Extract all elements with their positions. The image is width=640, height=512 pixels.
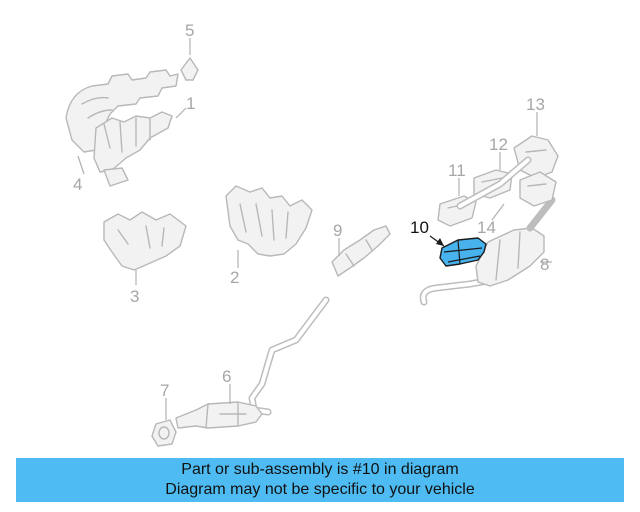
- info-banner: Part or sub-assembly is #10 in diagram D…: [16, 458, 624, 502]
- callout-1: 1: [186, 94, 195, 113]
- tail-pipe: [419, 276, 496, 306]
- part-10-heat-shield-highlighted: [429, 235, 487, 267]
- callout-11: 11: [448, 161, 466, 180]
- callout-4: 4: [73, 175, 82, 194]
- part-14-leader: [491, 203, 505, 221]
- part-6-catalytic-converter: [175, 384, 263, 429]
- callout-5: 5: [185, 21, 194, 40]
- callout-2: 2: [230, 268, 239, 287]
- callout-12: 12: [489, 135, 508, 154]
- banner-line-2: Diagram may not be specific to your vehi…: [165, 481, 475, 498]
- callout-10: 10: [410, 218, 429, 237]
- callout-14: 14: [477, 218, 496, 237]
- part-2-exhaust-manifold: [225, 185, 313, 268]
- banner-line-1: Part or sub-assembly is #10 in diagram: [181, 461, 459, 478]
- front-pipe: [248, 296, 330, 416]
- callout-8: 8: [540, 255, 549, 274]
- callout-3: 3: [130, 287, 139, 306]
- callout-13: 13: [526, 95, 545, 114]
- part-1-exhaust-manifold: [65, 69, 187, 187]
- callout-6: 6: [222, 367, 231, 386]
- part-7-gasket: [151, 398, 177, 447]
- mid-pipe: [456, 156, 532, 210]
- callout-7: 7: [160, 381, 169, 400]
- part-9-bracket: [331, 225, 391, 277]
- part-13-heat-shield: [513, 112, 559, 207]
- callout-9: 9: [333, 221, 342, 240]
- part-3-heat-shield: [103, 211, 187, 285]
- part-8-muffler: [475, 196, 556, 287]
- part-5-gasket: [180, 38, 199, 81]
- exhaust-parts-diagram: 1 2 3 4 5 6 7 8 9 10 11 12 13 14: [65, 21, 559, 447]
